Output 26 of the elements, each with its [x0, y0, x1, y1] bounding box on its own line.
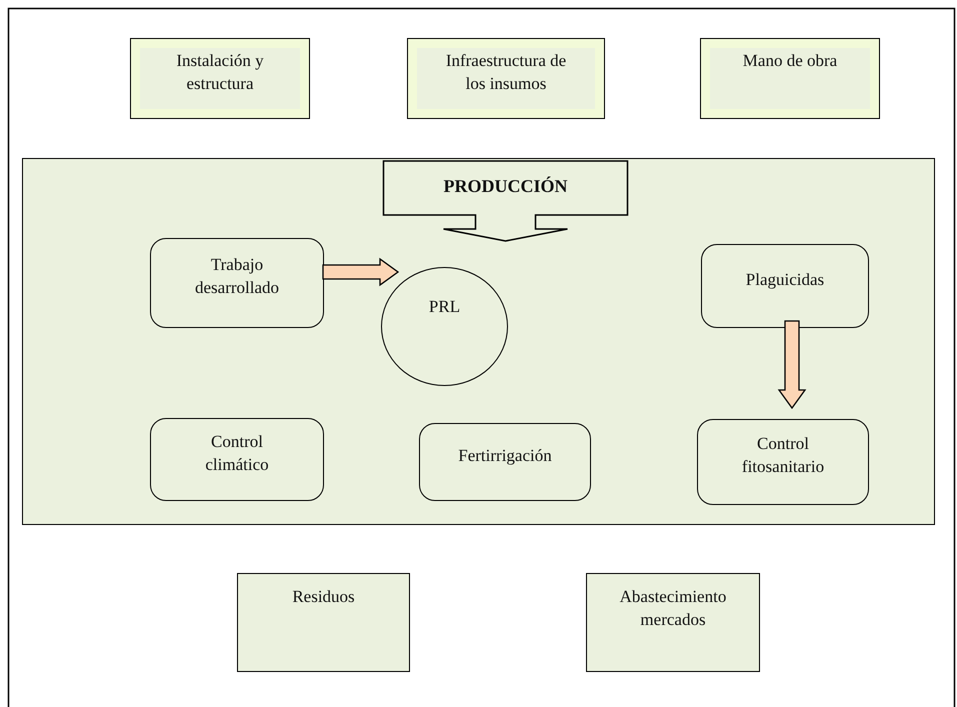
input-box — [407, 38, 605, 119]
process-box — [150, 418, 324, 501]
node-label: Mano de obra — [742, 50, 838, 72]
input-box — [130, 38, 310, 119]
node-label: Control fitosanitario — [740, 433, 826, 478]
output-box — [237, 573, 410, 672]
production-panel — [22, 158, 935, 525]
node-label: Trabajo desarrollado — [194, 254, 280, 299]
callout-arrow — [383, 161, 628, 242]
node-label: Infraestructura de los insumos — [445, 50, 567, 95]
node-label: Control climático — [204, 430, 270, 476]
block-arrow — [322, 258, 400, 286]
process-box — [697, 419, 869, 505]
node-label: Fertirrigación — [457, 444, 553, 467]
node-label: Plaguicidas — [744, 268, 826, 291]
output-box — [586, 573, 760, 672]
process-box — [701, 244, 869, 328]
node-label: PRODUCCIÓN — [442, 175, 568, 198]
node-label: PRL — [428, 296, 462, 318]
node-label: Abastecimiento mercados — [618, 586, 728, 631]
block-arrow — [778, 320, 806, 410]
node-label: Residuos — [291, 586, 356, 608]
input-box — [700, 38, 880, 119]
process-box — [150, 238, 324, 328]
node-label: Instalación y estructura — [175, 50, 265, 95]
process-box — [419, 423, 591, 501]
